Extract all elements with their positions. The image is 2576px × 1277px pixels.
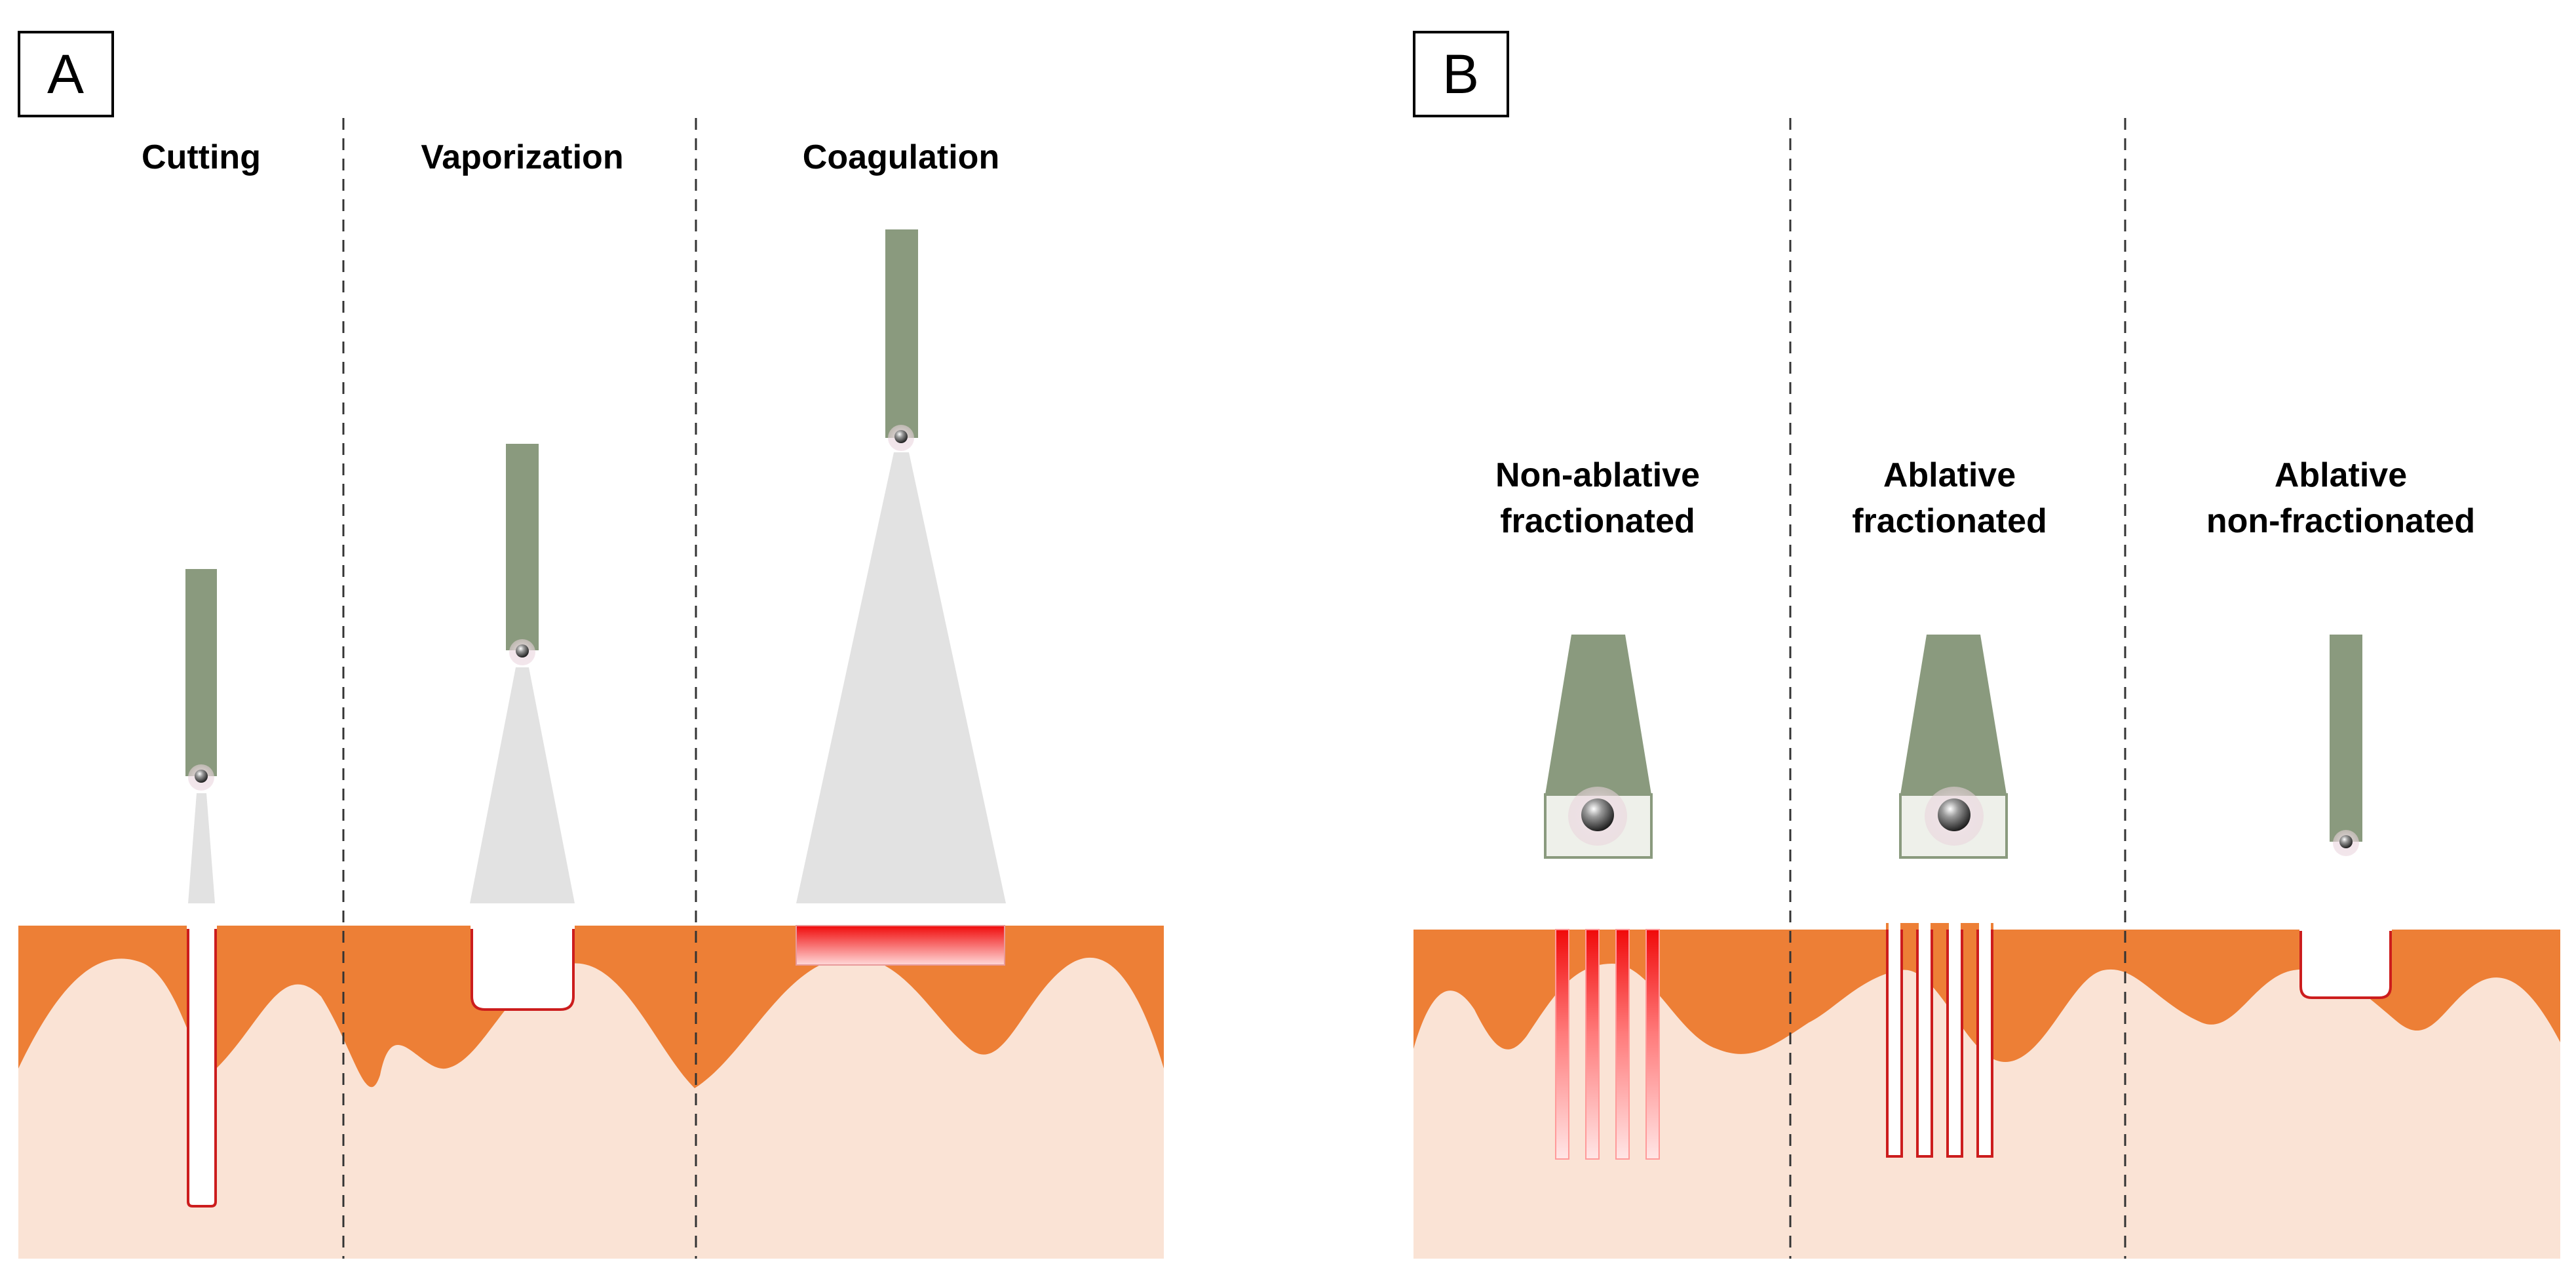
nonablative-fractionated-mode xyxy=(1544,635,1660,1160)
nonablative-column-2 xyxy=(1585,929,1600,1160)
panel-a-label-vaporization: Vaporization xyxy=(421,138,623,176)
panel-a: A Cutting Vaporization Coagulation xyxy=(18,31,1164,1259)
cutting-mode xyxy=(185,569,217,1208)
coagulation-zone xyxy=(796,925,1005,966)
panel-b-letter: B xyxy=(1442,43,1479,105)
cutting-beam xyxy=(188,793,215,903)
panel-b: B Non-ablative fractionated Ablative fra… xyxy=(1413,31,2560,1259)
panel-a-epidermis xyxy=(18,926,1164,1088)
nonablative-column-4 xyxy=(1645,929,1660,1160)
coagulation-mode xyxy=(796,229,1006,966)
nonablative-lens-icon xyxy=(1581,798,1614,831)
ablative-fract-channel-1 xyxy=(1886,926,1903,1158)
vaporization-handpiece xyxy=(506,444,539,650)
ablative-fract-channel-3 xyxy=(1946,926,1963,1158)
cutting-lens-icon xyxy=(195,770,208,783)
ablative-fract-channel-2 xyxy=(1916,926,1933,1158)
panel-b-label-nonablative-line2: fractionated xyxy=(1500,502,1695,540)
ablative-nonfract-handpiece xyxy=(2330,635,2362,842)
nonablative-column-1 xyxy=(1555,929,1569,1160)
panel-a-label-cutting: Cutting xyxy=(142,138,261,176)
coagulation-beam xyxy=(796,452,1006,903)
panel-a-letter: A xyxy=(47,43,84,105)
ablative-fract-handpiece xyxy=(1900,635,2007,795)
ablative-fractionated-mode xyxy=(1886,635,2008,1158)
cutting-incision xyxy=(187,922,217,1208)
vaporization-lens-icon xyxy=(516,644,529,658)
panel-a-label-coagulation: Coagulation xyxy=(803,138,999,176)
ablative-nonfract-crater xyxy=(2299,926,2392,999)
panel-b-label-ablative-fract-line1: Ablative xyxy=(1883,456,2016,494)
panel-a-letter-box xyxy=(18,31,114,117)
nonablative-handpiece xyxy=(1545,635,1651,795)
panel-b-label-nonablative-line1: Non-ablative xyxy=(1495,456,1700,494)
nonablative-column-3 xyxy=(1615,929,1630,1160)
panel-b-label-ablative-nonfract-line2: non-fractionated xyxy=(2206,502,2475,540)
vaporization-mode xyxy=(470,444,575,1011)
panel-b-label-ablative-nonfract-line1: Ablative xyxy=(2275,456,2407,494)
coagulation-handpiece xyxy=(885,229,918,438)
vaporization-beam xyxy=(470,667,575,903)
coagulation-lens-icon xyxy=(894,430,908,443)
vaporization-crater xyxy=(471,922,575,1011)
panel-b-label-ablative-fract-line2: fractionated xyxy=(1852,502,2047,540)
panel-b-letter-box xyxy=(1413,31,1509,117)
ablative-nonfract-lens-icon xyxy=(2339,835,2353,848)
cutting-handpiece xyxy=(185,569,217,776)
ablative-fract-channel-4 xyxy=(1976,926,1993,1158)
ablative-fract-lens-icon xyxy=(1938,798,1970,831)
ablative-nonfractionated-mode xyxy=(2299,635,2392,999)
